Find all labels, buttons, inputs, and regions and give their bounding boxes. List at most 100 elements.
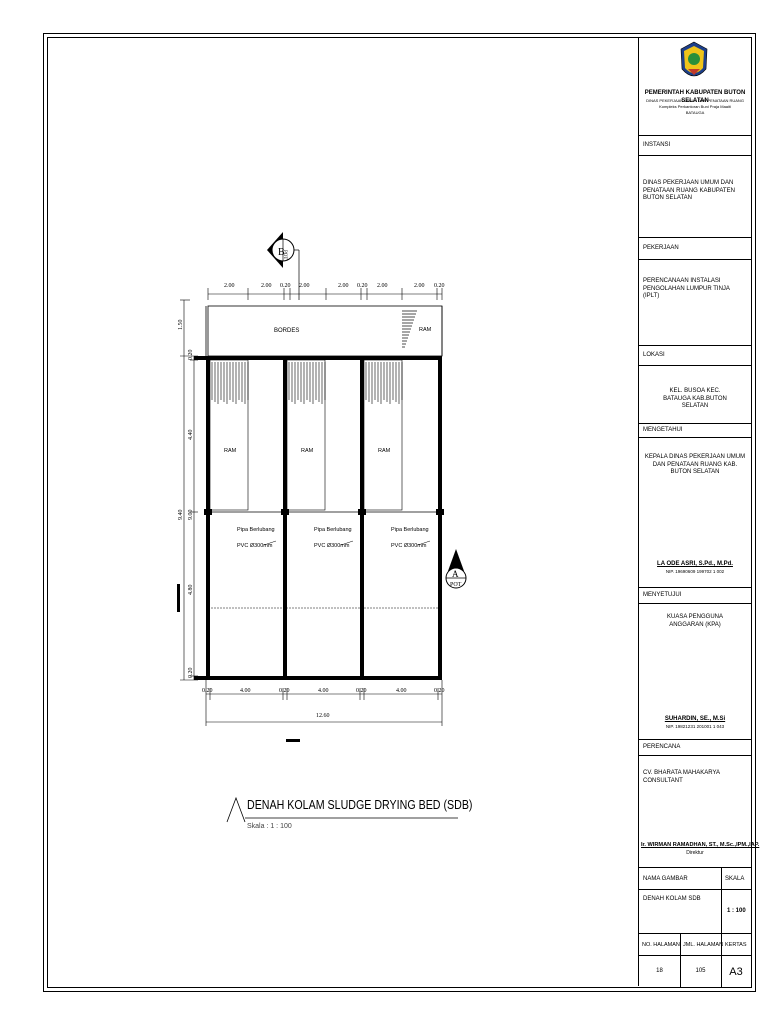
nama-gambar-row: DENAH KOLAM SDB 1 : 100: [639, 889, 751, 934]
instansi-value: DINAS PEKERJAAN UMUM DAN PENATAAN RUANG …: [643, 180, 735, 201]
dim-bottom-3: 0.20: [279, 688, 290, 694]
dim-bottom-total: 12.60: [316, 713, 330, 719]
drawing-scale-note: Skala : 1 : 100: [247, 823, 292, 830]
nama-gambar-header: NAMA GAMBAR SKALA: [639, 867, 751, 890]
pekerjaan-row: PEKERJAAN: [639, 237, 751, 260]
drawing-frame: [47, 37, 752, 988]
dim-top-5: 2.00: [338, 283, 349, 289]
drawing-sheet-border: [43, 33, 756, 992]
menyetujui-signatory: SUHARDIN, SE., M.Si: [664, 716, 726, 722]
dim-left-1: 1.50: [178, 320, 184, 331]
dept-name: DINAS PEKERJAAN UMUM DAN PENATAAN RUANG: [646, 98, 744, 103]
section-b-letter: B: [278, 247, 285, 258]
top-dimension-labels: 2.00 2.00 0.20 2.00 2.00 0.20 2.00 2.00 …: [224, 283, 445, 289]
halaman-values-row: 18 105 A3: [639, 955, 751, 987]
ramp-top-right: [402, 310, 417, 348]
ramp-pond-2: [286, 359, 326, 511]
pekerjaan-value-row: PERENCANAAN INSTALASI PENGOLAHAN LUMPUR …: [639, 259, 751, 346]
instansi-value-row: DINAS PEKERJAAN UMUM DAN PENATAAN RUANG …: [639, 155, 751, 238]
section-marker-b[interactable]: B POT: [267, 232, 300, 300]
dim-bottom-7: 0.20: [434, 688, 445, 694]
menyetujui-nip: NIP. 19821231 201001 1 043: [665, 724, 725, 729]
ramp-pond-1: [209, 359, 249, 511]
pipe-label-1a: Pipa Berlubang: [237, 527, 275, 533]
lokasi-value-row: KEL. BUSOA KEC. BATAUGA KAB.BUTON SELATA…: [639, 365, 751, 424]
ramp-pond-3: [363, 359, 403, 511]
perencana-role: Direktur: [686, 850, 704, 856]
ram-label-pond-2: RAM: [301, 448, 314, 454]
office-address: Kompleks Perkantoran Buni Praja Maaiti: [659, 104, 731, 109]
dim-left-7: 0.20: [188, 668, 194, 679]
section-cut-bottom: [286, 739, 300, 742]
kertas-label: KERTAS: [725, 942, 747, 948]
perencana-block: CV. BHARATA MAHAKARYA CONSULTANT Ir. WIR…: [639, 755, 760, 868]
section-cut-left: [177, 584, 180, 612]
kertas-value: A3: [729, 966, 743, 978]
pekerjaan-value: PERENCANAAN INSTALASI PENGOLAHAN LUMPUR …: [643, 278, 730, 299]
dim-left-3: 4.40: [188, 430, 194, 441]
pipe-label-1b: PVC Ø300mm: [237, 543, 273, 549]
halaman-header: NO. HALAMAN JML. HALAMAN KERTAS: [639, 933, 751, 987]
dim-top-4: 2.00: [299, 283, 310, 289]
gov-name: PEMERINTAH KABUPATEN BUTON SELATAN: [644, 90, 746, 104]
dim-bottom-2: 4.00: [240, 688, 251, 694]
dim-top-9: 0.20: [434, 283, 445, 289]
mengetahui-value: KEPALA DINAS PEKERJAAN UMUM DAN PENATAAN…: [644, 454, 746, 475]
pipe-label-2a: Pipa Berlubang: [314, 527, 352, 533]
pipe-label-2b: PVC Ø300mm: [314, 543, 350, 549]
skala-value: 1 : 100: [727, 908, 746, 914]
skala-label: SKALA: [725, 876, 745, 882]
title-block: PEMERINTAH KABUPATEN BUTON SELATAN DINAS…: [638, 37, 760, 987]
section-a-text: POT: [450, 582, 462, 588]
menyetujui-value: KUASA PENGGUNA ANGGARAN (KPA): [666, 614, 723, 628]
no-halaman-value: 18: [656, 968, 663, 974]
nama-gambar-label: NAMA GAMBAR: [643, 876, 688, 882]
pond-walls: [194, 306, 443, 680]
lokasi-label: LOKASI: [643, 352, 665, 358]
bottom-dimension-labels: 0.20 4.00 0.20 4.00 0.20 4.00 0.20 12.60: [202, 688, 445, 719]
menyetujui-row: MENYETUJUI: [639, 587, 751, 604]
dim-left-6: 4.80: [188, 585, 194, 596]
pekerjaan-label: PEKERJAAN: [643, 245, 679, 251]
dim-top-7: 2.00: [377, 283, 388, 289]
jml-halaman-label: JML. HALAMAN: [683, 942, 724, 948]
mengetahui-row: MENGETAHUI: [639, 423, 751, 438]
section-b-text: POT: [282, 250, 287, 259]
ram-label-top: RAM: [419, 327, 432, 333]
column-markers: [204, 509, 444, 515]
lokasi-value: KEL. BUSOA KEC. BATAUGA KAB.BUTON SELATA…: [663, 388, 727, 409]
dim-top-8: 2.00: [414, 283, 425, 289]
dim-left-5: 9.00: [188, 510, 194, 521]
title-symbol: [226, 796, 458, 823]
pipe-labels: Pipa Berlubang PVC Ø300mm Pipa Berlubang…: [237, 527, 429, 549]
nama-gambar-value: DENAH KOLAM SDB: [643, 896, 701, 902]
section-a-letter: A: [452, 569, 459, 579]
pipe-leaders: [263, 540, 431, 546]
perencana-row: PERENCANA: [639, 739, 751, 756]
mengetahui-block: KEPALA DINAS PEKERJAAN UMUM DAN PENATAAN…: [639, 437, 751, 588]
dim-top-3: 0.20: [280, 283, 291, 289]
dim-left-2: 0.20: [188, 350, 194, 361]
jml-halaman-value: 105: [695, 968, 706, 974]
dim-bottom-5: 0.20: [356, 688, 367, 694]
bordes-label: BORDES: [274, 328, 299, 334]
dim-top-6: 0.20: [357, 283, 368, 289]
instansi-row: INSTANSI: [639, 135, 751, 156]
pipe-label-3b: PVC Ø300mm: [391, 543, 427, 549]
no-halaman-label: NO. HALAMAN: [642, 942, 680, 948]
lokasi-row: LOKASI: [639, 345, 751, 366]
left-dimension-labels: 1.50 0.20 4.40 9.40 9.00 4.80 0.20: [178, 320, 194, 679]
dim-top-1: 2.00: [224, 283, 235, 289]
perencana-signatory: Ir. WIRMAN RAMADHAN, ST., M.Sc.,IPM.,IAP…: [641, 842, 760, 848]
ram-label-pond-3: RAM: [378, 448, 391, 454]
perencana-value: CV. BHARATA MAHAKARYA CONSULTANT: [643, 770, 720, 784]
menyetujui-block: KUASA PENGGUNA ANGGARAN (KPA) SUHARDIN, …: [639, 603, 751, 740]
regency-emblem-icon: [680, 41, 708, 77]
left-dimensions: [180, 299, 198, 681]
bottom-dimensions: [205, 680, 443, 726]
perencana-label: PERENCANA: [643, 744, 681, 750]
dim-bottom-1: 0.20: [202, 688, 213, 694]
section-marker-a[interactable]: A POT: [445, 549, 467, 589]
dim-left-4: 9.40: [178, 510, 184, 521]
